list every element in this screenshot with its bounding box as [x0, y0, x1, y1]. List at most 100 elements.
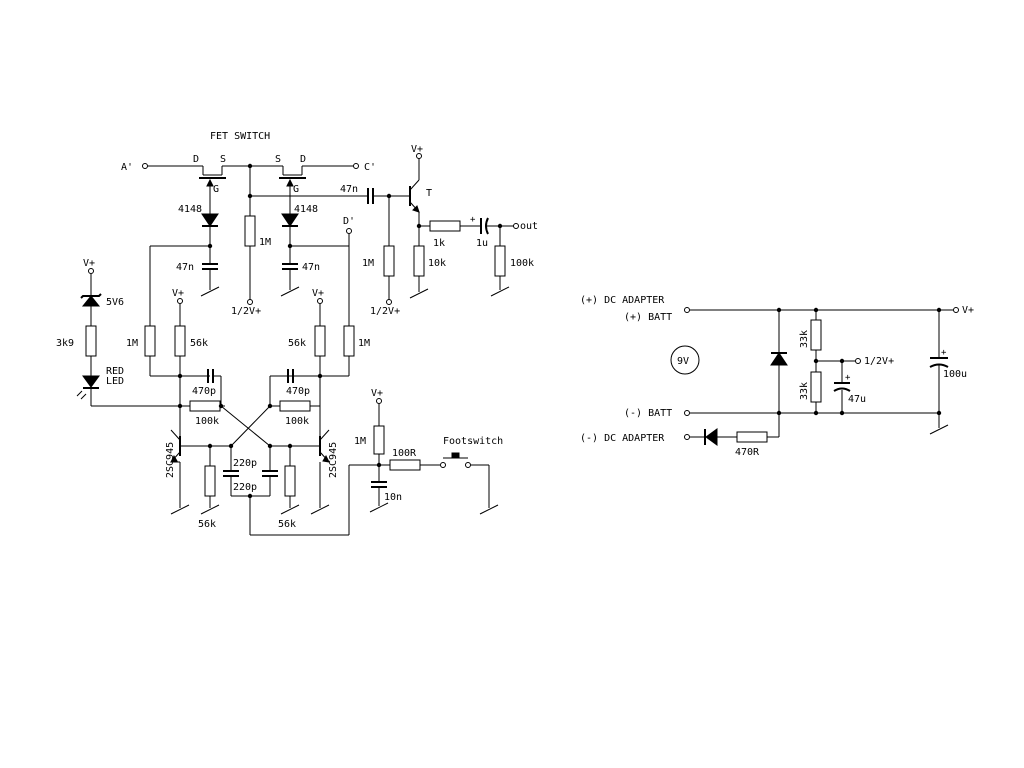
res-470r-label: 470R	[735, 447, 760, 458]
res-56k-right-label: 56k	[288, 338, 306, 349]
fet2-drain-label: D	[300, 154, 306, 165]
zener-5v6-label: 5V6	[106, 297, 124, 308]
led-label-red: RED	[106, 366, 124, 377]
led-label-led: LED	[106, 376, 124, 387]
resistor-56k-base-left	[204, 465, 216, 497]
resistor-100k-left	[189, 400, 221, 412]
footswitch-label: Footswitch	[443, 436, 503, 447]
fet-2: S D G	[275, 154, 306, 195]
resistor-10k	[413, 245, 425, 277]
terminal-d-label: D'	[343, 216, 355, 227]
fet-switch-title: FET SWITCH	[210, 131, 270, 142]
svg-text:+: +	[941, 348, 947, 358]
cap-470p-left-label: 470p	[192, 386, 216, 397]
transistor-left-label: 2SC945	[165, 442, 176, 478]
red-led	[82, 375, 100, 388]
terminal-c	[353, 163, 359, 169]
resistor-33k-top	[810, 319, 822, 351]
zener-5v6	[81, 295, 101, 307]
resistor-1m-base	[383, 245, 395, 277]
protection-diode	[770, 352, 788, 366]
res-100k-left-label: 100k	[195, 416, 219, 427]
terminal-c-label: C'	[364, 162, 376, 173]
half-vplus-label-2: 1/2V+	[370, 306, 400, 317]
cap-47n-1-label: 47n	[176, 262, 194, 273]
resistor-56k-left	[174, 325, 186, 357]
batt-neg-label: (-) BATT	[624, 408, 672, 419]
terminal-dc-neg	[684, 434, 690, 440]
cap-220p-label-1: 220p	[233, 458, 257, 469]
resistor-33k-bottom	[810, 371, 822, 403]
resistor-1m-left	[144, 325, 156, 357]
vplus-label-foot: V+	[371, 388, 383, 399]
transistor-t	[409, 179, 420, 213]
res-1m-bias-label: 1M	[259, 237, 271, 248]
res-1m-left-label: 1M	[126, 338, 138, 349]
terminal-out	[513, 223, 519, 229]
battery-9v-label: 9V	[677, 356, 689, 367]
terminal-pos	[684, 307, 690, 313]
diode-4148-1-label: 4148	[178, 204, 202, 215]
half-vplus-label-supply: 1/2V+	[864, 356, 894, 367]
vplus-label-right: V+	[312, 288, 324, 299]
dc-adapter-pos-label: (+) DC ADAPTER	[580, 295, 665, 306]
resistor-470r	[736, 431, 768, 443]
res-33k-bottom-label: 33k	[799, 382, 810, 400]
ground-2	[280, 286, 300, 297]
res-1k-label: 1k	[433, 238, 445, 249]
terminal-a-label: A'	[121, 162, 133, 173]
dc-adapter-neg-label: (-) DC ADAPTER	[580, 433, 665, 444]
svg-text:+: +	[470, 215, 476, 225]
res-10k-label: 10k	[428, 258, 446, 269]
diode-4148-1	[201, 213, 219, 227]
transistor-t-label: T	[426, 188, 432, 199]
diode-4148-2	[281, 213, 299, 227]
fet2-gate-label: G	[293, 184, 299, 195]
res-100k-out-label: 100k	[510, 258, 534, 269]
terminal-a	[142, 163, 148, 169]
vplus-label-left: V+	[172, 288, 184, 299]
diode-4148-2-label: 4148	[294, 204, 318, 215]
resistor-1k	[429, 220, 461, 232]
resistor-56k-base-right	[284, 465, 296, 497]
cross-wire-2	[230, 405, 271, 447]
resistor-100k-right	[279, 400, 311, 412]
vplus-label-supply: V+	[962, 305, 974, 316]
resistor-1m-bias	[244, 215, 256, 247]
vplus-label-t: V+	[411, 144, 423, 155]
terminal-neg	[684, 410, 690, 416]
fet-1: D S G	[193, 154, 226, 195]
transistor-right-label: 2SC945	[328, 442, 339, 478]
fet1-source-label: S	[220, 154, 226, 165]
fet1-drain-label: D	[193, 154, 199, 165]
battery-9v	[670, 345, 700, 375]
cap-10n-label: 10n	[384, 492, 402, 503]
resistor-56k-right	[314, 325, 326, 357]
res-1m-right-label: 1M	[358, 338, 370, 349]
series-diode	[705, 428, 718, 446]
half-vplus-label-1: 1/2V+	[231, 306, 261, 317]
res-3k9-label: 3k9	[56, 338, 74, 349]
res-33k-top-label: 33k	[799, 330, 810, 348]
cap-220p-label-2: 220p	[233, 482, 257, 493]
fet1-gate-label: G	[213, 184, 219, 195]
resistor-100r	[389, 459, 421, 471]
out-label: out	[520, 221, 538, 232]
cap-470p-right-label: 470p	[286, 386, 310, 397]
ground-1	[200, 286, 220, 297]
cap-47n-2-label: 47n	[302, 262, 320, 273]
resistor-3k9	[85, 325, 97, 357]
res-100r-label: 100R	[392, 448, 417, 459]
resistor-1m-foot	[373, 425, 385, 455]
res-1m-base-label: 1M	[362, 258, 374, 269]
res-56k-base-left-label: 56k	[198, 519, 216, 530]
terminal-d	[346, 228, 352, 234]
ground-supply	[929, 424, 949, 435]
cap-1u-label: 1u	[476, 238, 488, 249]
cap-47n-coupling-label: 47n	[340, 184, 358, 195]
res-1m-foot-label: 1M	[354, 436, 366, 447]
resistor-1m-right	[343, 325, 355, 357]
cap-47u-label: 47u	[848, 394, 866, 405]
res-56k-base-right-label: 56k	[278, 519, 296, 530]
